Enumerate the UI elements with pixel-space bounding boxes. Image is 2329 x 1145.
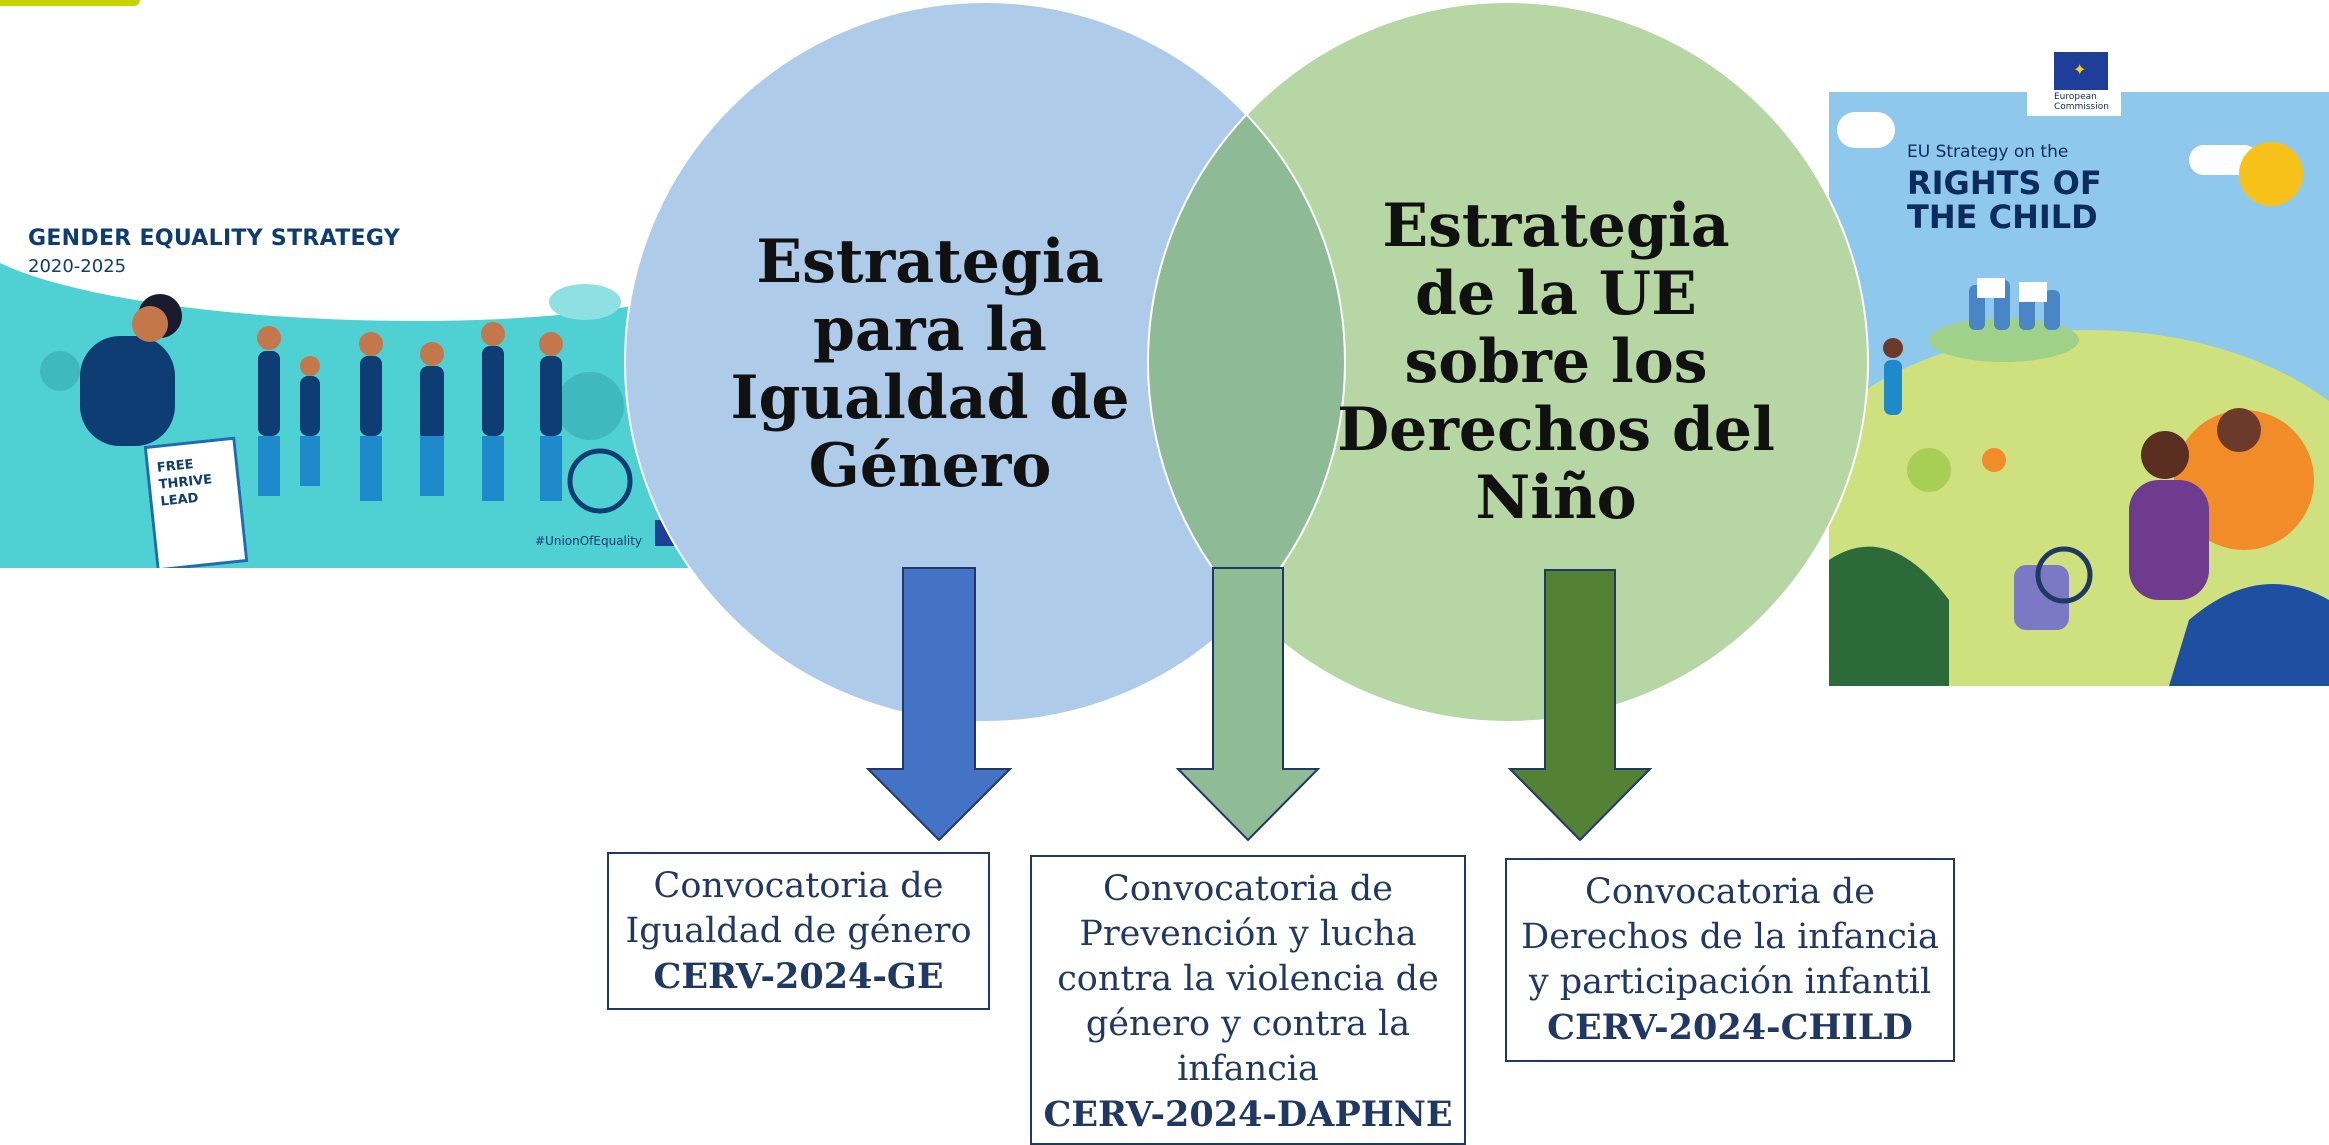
call-line: Prevención y lucha [1079,914,1417,954]
circle-outline-right [1147,1,1869,723]
call-line: Igualdad de género [625,911,972,951]
call-line: contra la violencia de [1057,959,1439,999]
title-line: Niño [1475,463,1637,533]
title-line: Derechos del [1337,395,1775,465]
rights-of-child-poster: European Commission EU Strategy on the R… [1829,0,2329,686]
poster-title-line1: RIGHTS OF [1907,164,2102,202]
call-box-daphne: Convocatoria de Prevención y lucha contr… [1030,855,1466,1145]
call-code: CERV-2024-DAPHNE [1043,1094,1453,1135]
ec-logo-line: Commission [2054,102,2109,112]
call-line: y participación infantil [1528,962,1932,1002]
call-line: Derechos de la infancia [1521,917,1939,957]
call-line: Convocatoria de [1103,869,1393,909]
cloud-icon [1837,112,1895,148]
call-line: Convocatoria de [1585,872,1875,912]
call-line: Convocatoria de [653,866,944,906]
corner-accent [0,0,140,6]
sun-icon [2239,142,2303,206]
circle-title-rights-of-child: Estrategia de la UE sobre los Derechos d… [1336,192,1776,532]
circle-rights-of-child [1148,2,1868,722]
title-line: sobre los [1404,327,1708,397]
circle-gender-equality [625,2,1345,722]
arrow-child [1507,569,1653,842]
call-line: infancia [1177,1049,1319,1089]
gender-equality-strategy-banner: GENDER EQUALITY STRATEGY 2020-2025 [0,206,722,568]
arrow-ge [865,567,1013,842]
poster-title-line2: THE CHILD [1907,198,2098,236]
circle-title-gender-equality: Estrategia para la Igualdad de Género [720,228,1140,500]
title-line: para la [813,295,1047,365]
title-line: de la UE [1415,259,1697,329]
call-line: género y contra la [1085,1004,1411,1044]
poster-subtitle: EU Strategy on the [1907,142,2069,162]
circle-outline-left [624,1,1346,723]
banner-title: GENDER EQUALITY STRATEGY [28,226,400,251]
title-line: Estrategia [1382,191,1730,261]
banner-hashtag: #UnionOfEquality [535,534,643,548]
ec-logo-line: European [2054,92,2097,102]
call-box-ge: Convocatoria de Igualdad de género CERV-… [607,852,990,1010]
title-line: Igualdad de [730,363,1130,433]
banner-illustration [40,284,661,514]
title-line: Estrategia [756,227,1104,297]
poster-illustration [1829,278,2329,686]
arrow-daphne [1175,567,1321,842]
call-code: CERV-2024-GE [653,956,944,997]
title-line: Género [808,431,1052,501]
ec-logo-text: European Commission [2054,92,2114,112]
call-code: CERV-2024-CHILD [1547,1007,1913,1048]
call-box-child: Convocatoria de Derechos de la infancia … [1505,858,1955,1062]
european-commission-logo-icon [2054,52,2108,90]
banner-years: 2020-2025 [28,256,127,277]
